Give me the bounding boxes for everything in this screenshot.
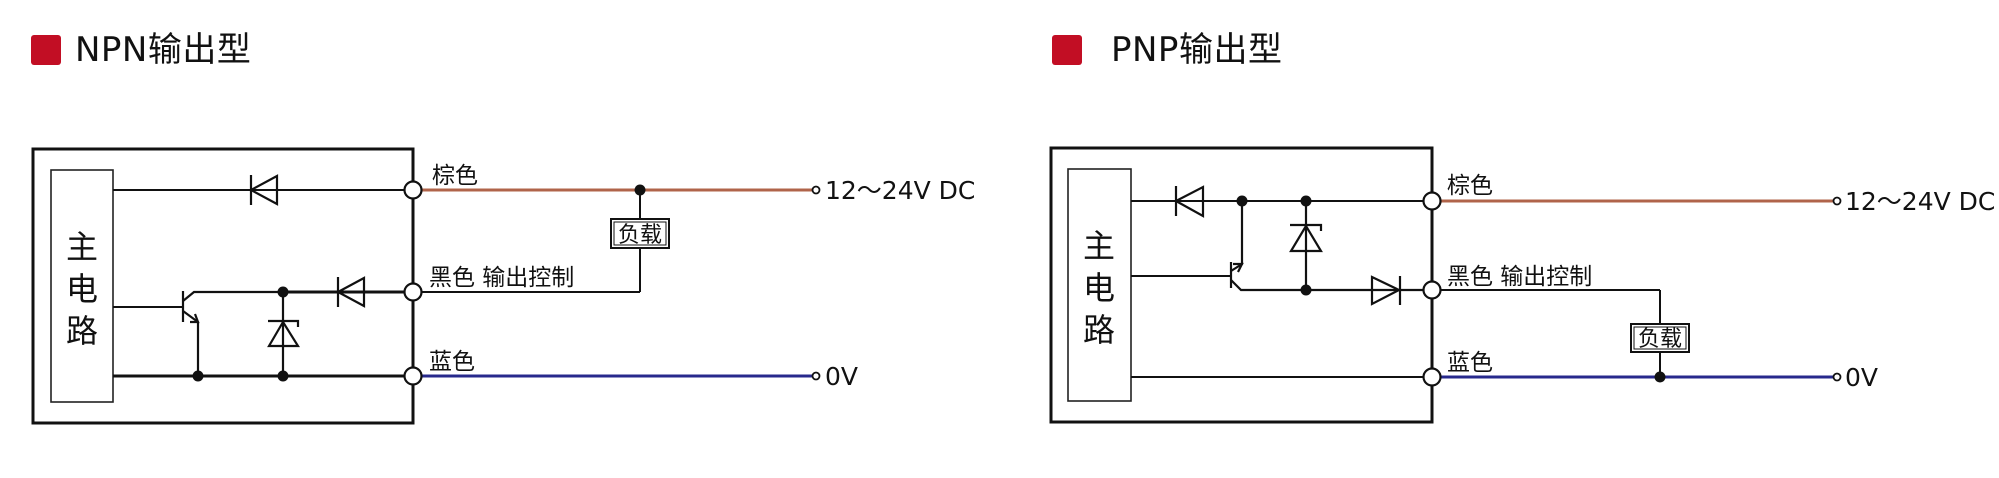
main-circuit-char-1: 主	[1083, 227, 1115, 265]
main-circuit-char-2: 电	[66, 270, 98, 308]
main-circuit-char-1: 主	[66, 228, 98, 266]
pnp-transistor-icon	[1229, 201, 1423, 292]
pnp-panel-title: PNP输出型	[1052, 28, 1282, 72]
npn-diode-brown-icon	[248, 174, 279, 206]
pnp-load-label: 负载	[1638, 327, 1682, 352]
npn-zener-diode-icon	[267, 319, 300, 348]
junction-dot	[1300, 284, 1312, 296]
npn-main-circuit-block	[50, 169, 114, 403]
red-square-marker-icon	[1052, 35, 1082, 65]
junction-dot	[192, 370, 204, 382]
pnp-diode-output-icon	[1370, 275, 1402, 306]
npn-circuit: 主 电 路	[31, 147, 975, 425]
npn-terminal-black	[403, 282, 423, 302]
pnp-load-box: 负载	[1630, 323, 1690, 353]
npn-brown-label: 棕色	[432, 163, 478, 189]
main-circuit-char-3: 路	[1083, 311, 1115, 349]
npn-ground-terminal	[811, 371, 821, 381]
npn-ground-label: 0V	[825, 362, 858, 391]
main-circuit-char-3: 路	[66, 312, 98, 350]
pnp-supply-label: 12～24V DC	[1845, 187, 1995, 216]
junction-dot	[634, 184, 646, 196]
junction-dot	[1236, 195, 1248, 207]
junction-dot	[277, 370, 289, 382]
npn-black-label: 黑色 输出控制	[429, 265, 574, 291]
npn-transistor-icon	[181, 290, 283, 376]
pnp-title-text: PNP输出型	[1111, 30, 1283, 70]
pnp-terminal-black	[1422, 280, 1442, 300]
npn-terminal-blue	[403, 366, 423, 386]
pnp-blue-label: 蓝色	[1447, 350, 1493, 376]
npn-diode-output-icon	[335, 276, 366, 308]
pnp-ground-label: 0V	[1845, 363, 1878, 392]
pnp-zener-diode-icon	[1289, 223, 1323, 253]
npn-panel-title: NPN输出型	[31, 28, 251, 72]
pnp-terminal-blue	[1422, 367, 1442, 387]
junction-dot	[277, 286, 289, 298]
pnp-brown-label: 棕色	[1447, 173, 1493, 199]
npn-supply-label: 12～24V DC	[825, 176, 975, 205]
pnp-diode-brown-icon	[1173, 185, 1205, 218]
pnp-main-circuit-block	[1067, 168, 1132, 402]
red-square-marker-icon	[31, 35, 61, 65]
npn-supply-terminal	[811, 185, 821, 195]
npn-load-label: 负载	[618, 223, 662, 248]
pnp-terminal-brown	[1422, 191, 1442, 211]
pnp-ground-terminal	[1832, 372, 1842, 382]
junction-dot	[1300, 195, 1312, 207]
npn-blue-label: 蓝色	[429, 349, 475, 375]
npn-title-text: NPN输出型	[75, 30, 252, 70]
npn-terminal-brown	[403, 180, 423, 200]
npn-load-box: 负载	[610, 218, 670, 249]
pnp-circuit: 主 电 路	[1049, 146, 1995, 424]
pnp-black-label: 黑色 输出控制	[1447, 264, 1592, 290]
junction-dot	[1654, 371, 1666, 383]
main-circuit-char-2: 电	[1083, 269, 1115, 307]
pnp-supply-terminal	[1832, 196, 1842, 206]
